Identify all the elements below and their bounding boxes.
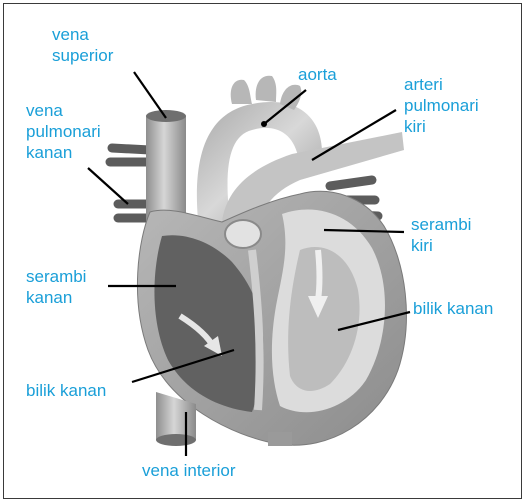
label-vena-pulmonari-kanan: vena pulmonari kanan: [26, 100, 101, 163]
label-arteri-pulmonari-kiri: arteri pulmonari kiri: [404, 74, 479, 137]
pulmonary-veins-right: [110, 148, 152, 218]
valve-ring: [225, 220, 261, 248]
label-bilik-kanan-right: bilik kanan: [413, 298, 493, 319]
leader-vena-superior: [134, 72, 166, 118]
label-bilik-kanan-left: bilik kanan: [26, 380, 106, 401]
leader-vena-pulmonari: [88, 168, 128, 204]
label-vena-interior: vena interior: [142, 460, 236, 481]
label-aorta: aorta: [298, 64, 337, 85]
label-serambi-kanan: serambi kanan: [26, 266, 86, 308]
label-vena-superior: vena superior: [52, 24, 113, 66]
label-serambi-kiri: serambi kiri: [411, 214, 471, 256]
